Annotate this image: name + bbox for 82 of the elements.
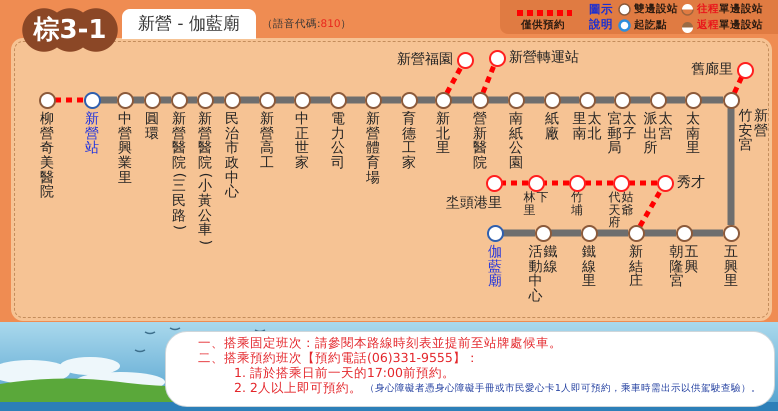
stop-name: 柳營奇美醫院 (39, 112, 55, 200)
stop-name: 新營醫院(三民路) (171, 112, 187, 232)
stop-name: 太北里南 (572, 112, 602, 142)
legend-text: 往程單邊設站 (697, 4, 763, 14)
route-line (213, 96, 224, 104)
legend-text: 起訖點 (634, 20, 667, 30)
stop-name: 竹埔 (570, 191, 584, 216)
route-line (451, 96, 472, 104)
stop-name: 五興里 (723, 245, 739, 290)
stop-name: 新營竹安宮 (738, 109, 769, 154)
stop-name: 新營高工 (259, 112, 275, 171)
note-text: 一、搭乘固定班次：請參閱本路線時刻表並提前至站牌處候車。 (198, 337, 562, 350)
legend-text: 返程單邊設站 (697, 20, 763, 30)
stop-name: 新營醫院(小黃公車) (197, 112, 213, 247)
route-line (187, 96, 197, 104)
note-text: （身心障礙者憑身心障礙手冊或市民愛心卡1人即可預約，乘車時需出示以供駕駛查驗）。 (364, 384, 761, 394)
stop-name: 中正世家 (294, 112, 310, 171)
route-line (560, 96, 579, 104)
stop-name: 坔頭港里 (446, 196, 502, 211)
stop-name: 紙廠 (544, 112, 560, 142)
route-line (692, 230, 723, 236)
route-line (100, 96, 117, 104)
stop-name: 營新醫院 (472, 112, 488, 171)
route-line (133, 96, 144, 104)
dotted-route-line (732, 76, 744, 94)
stop-name: 南紙公園 (508, 112, 524, 171)
stop-name: 鐵線里 (581, 245, 597, 290)
route-badge: 棕3-1 (21, 8, 119, 52)
note-text: 1. 請於搭乘日前一天的17:00前預約。 (234, 367, 455, 380)
route-line (240, 96, 259, 104)
dotted-route-line (55, 98, 84, 102)
route-line (524, 96, 544, 104)
stop-name: 電力公司 (330, 112, 346, 171)
route-line (644, 230, 676, 236)
stop-name: 新營體育場 (365, 112, 381, 186)
dotted-route-line (444, 66, 464, 94)
stop-name: 新營轉運站 (509, 50, 579, 66)
route-line (728, 108, 734, 225)
stop-name: 新營福園 (397, 52, 453, 68)
route-line (275, 96, 294, 104)
route-line (346, 96, 365, 104)
dotted-route-line (544, 180, 569, 186)
stop-name: 五興朝隆宮 (668, 245, 700, 290)
stop-name: 中營興業里 (117, 112, 133, 186)
dotted-route-line (502, 180, 528, 186)
stop-name: 新營站 (84, 112, 100, 156)
route-line (488, 96, 508, 104)
route-line (701, 96, 723, 104)
stop-name: 圓環 (144, 112, 160, 142)
route-line (160, 96, 171, 104)
dotted-route-line (638, 188, 664, 228)
route-line (310, 96, 330, 104)
stop-name: 舊廊里 (691, 62, 733, 78)
stop-name: 秀才 (677, 176, 705, 190)
stop-name: 新結庄 (628, 245, 644, 290)
dotted-route-line (585, 180, 613, 186)
stop-name: 太南里 (685, 112, 701, 156)
voice-code-text: （語音代碼:810） (262, 19, 352, 30)
route-line (417, 96, 435, 104)
route-line (381, 96, 401, 104)
route-line (503, 230, 535, 236)
route-line (630, 96, 650, 104)
stop-name: 鐵線活動中心 (528, 245, 558, 304)
dotted-route-line (629, 180, 657, 186)
legend-heading: 圖示說明 (589, 2, 614, 32)
legend-text: 雙邊設站 (634, 4, 678, 14)
note-text: 二、搭乘預約班次【預約電話(06)331-9555】： (198, 352, 479, 364)
route-line (595, 96, 614, 104)
legend-text: 僅供預約 (521, 20, 565, 30)
route-line (551, 230, 581, 236)
stop-name: 太子宮郵局 (606, 112, 638, 156)
dotted-route-line (480, 64, 496, 94)
note-text: 2. 2人以上即可預約。 (234, 382, 362, 394)
stop-name: 伽藍廟 (487, 245, 503, 290)
stop-name: 太宮派出所 (642, 112, 674, 156)
stop-name: 育德工家 (401, 112, 417, 171)
route-line (666, 96, 685, 104)
stop-name: 姑爺代天府 (608, 191, 634, 229)
stop-name: 民治市政中心 (224, 112, 240, 200)
stop-name: 新北里 (435, 112, 451, 156)
route-line (597, 230, 628, 236)
route-title: 新營 - 伽藍廟 (122, 9, 256, 39)
